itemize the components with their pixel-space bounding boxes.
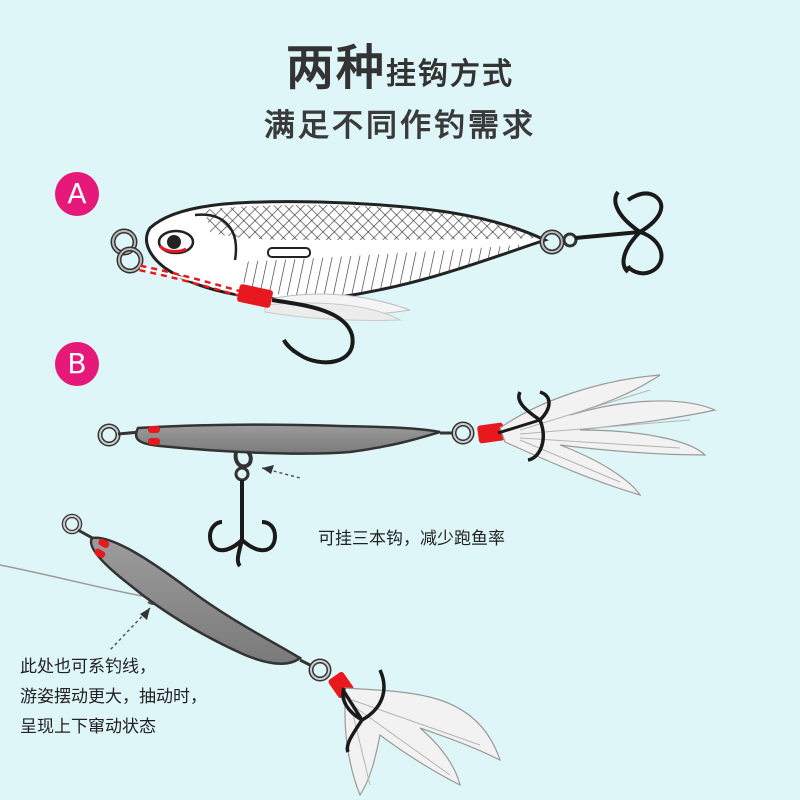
line-tie-note-line2: 游姿摆动更大，抽动时，	[20, 687, 207, 707]
lure-a	[110, 190, 664, 365]
page-subtitle: 满足不同作钓需求	[264, 108, 536, 144]
section-a-badge: A	[55, 172, 99, 216]
section-b-badge: B	[55, 342, 99, 386]
title-rest: 挂钩方式	[386, 57, 514, 92]
title-emphasis: 两种	[285, 40, 386, 96]
line-tie-note-line1: 此处也可系钓线，	[20, 657, 156, 677]
lure-c	[0, 513, 502, 797]
line-tie-note-line3: 呈现上下窜动状态	[20, 717, 156, 737]
page-title: 两种挂钩方式	[0, 28, 800, 98]
lure-b	[97, 374, 717, 568]
treble-hook-note: 可挂三本钩，减少跑鱼率	[318, 529, 505, 549]
